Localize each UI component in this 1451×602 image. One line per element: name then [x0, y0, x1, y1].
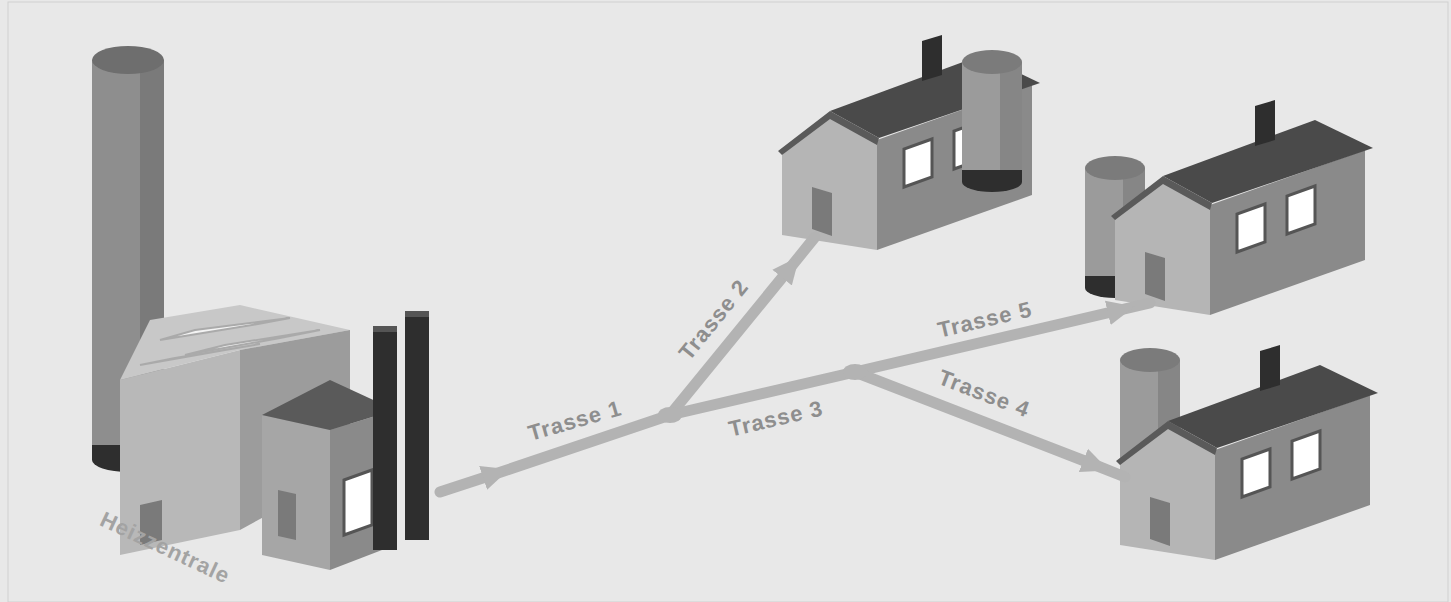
house-top — [778, 35, 1040, 250]
heating-plant — [92, 46, 429, 570]
house-bottom — [1116, 345, 1378, 560]
house-middle — [1085, 100, 1373, 315]
pipe-routes — [440, 237, 1150, 492]
